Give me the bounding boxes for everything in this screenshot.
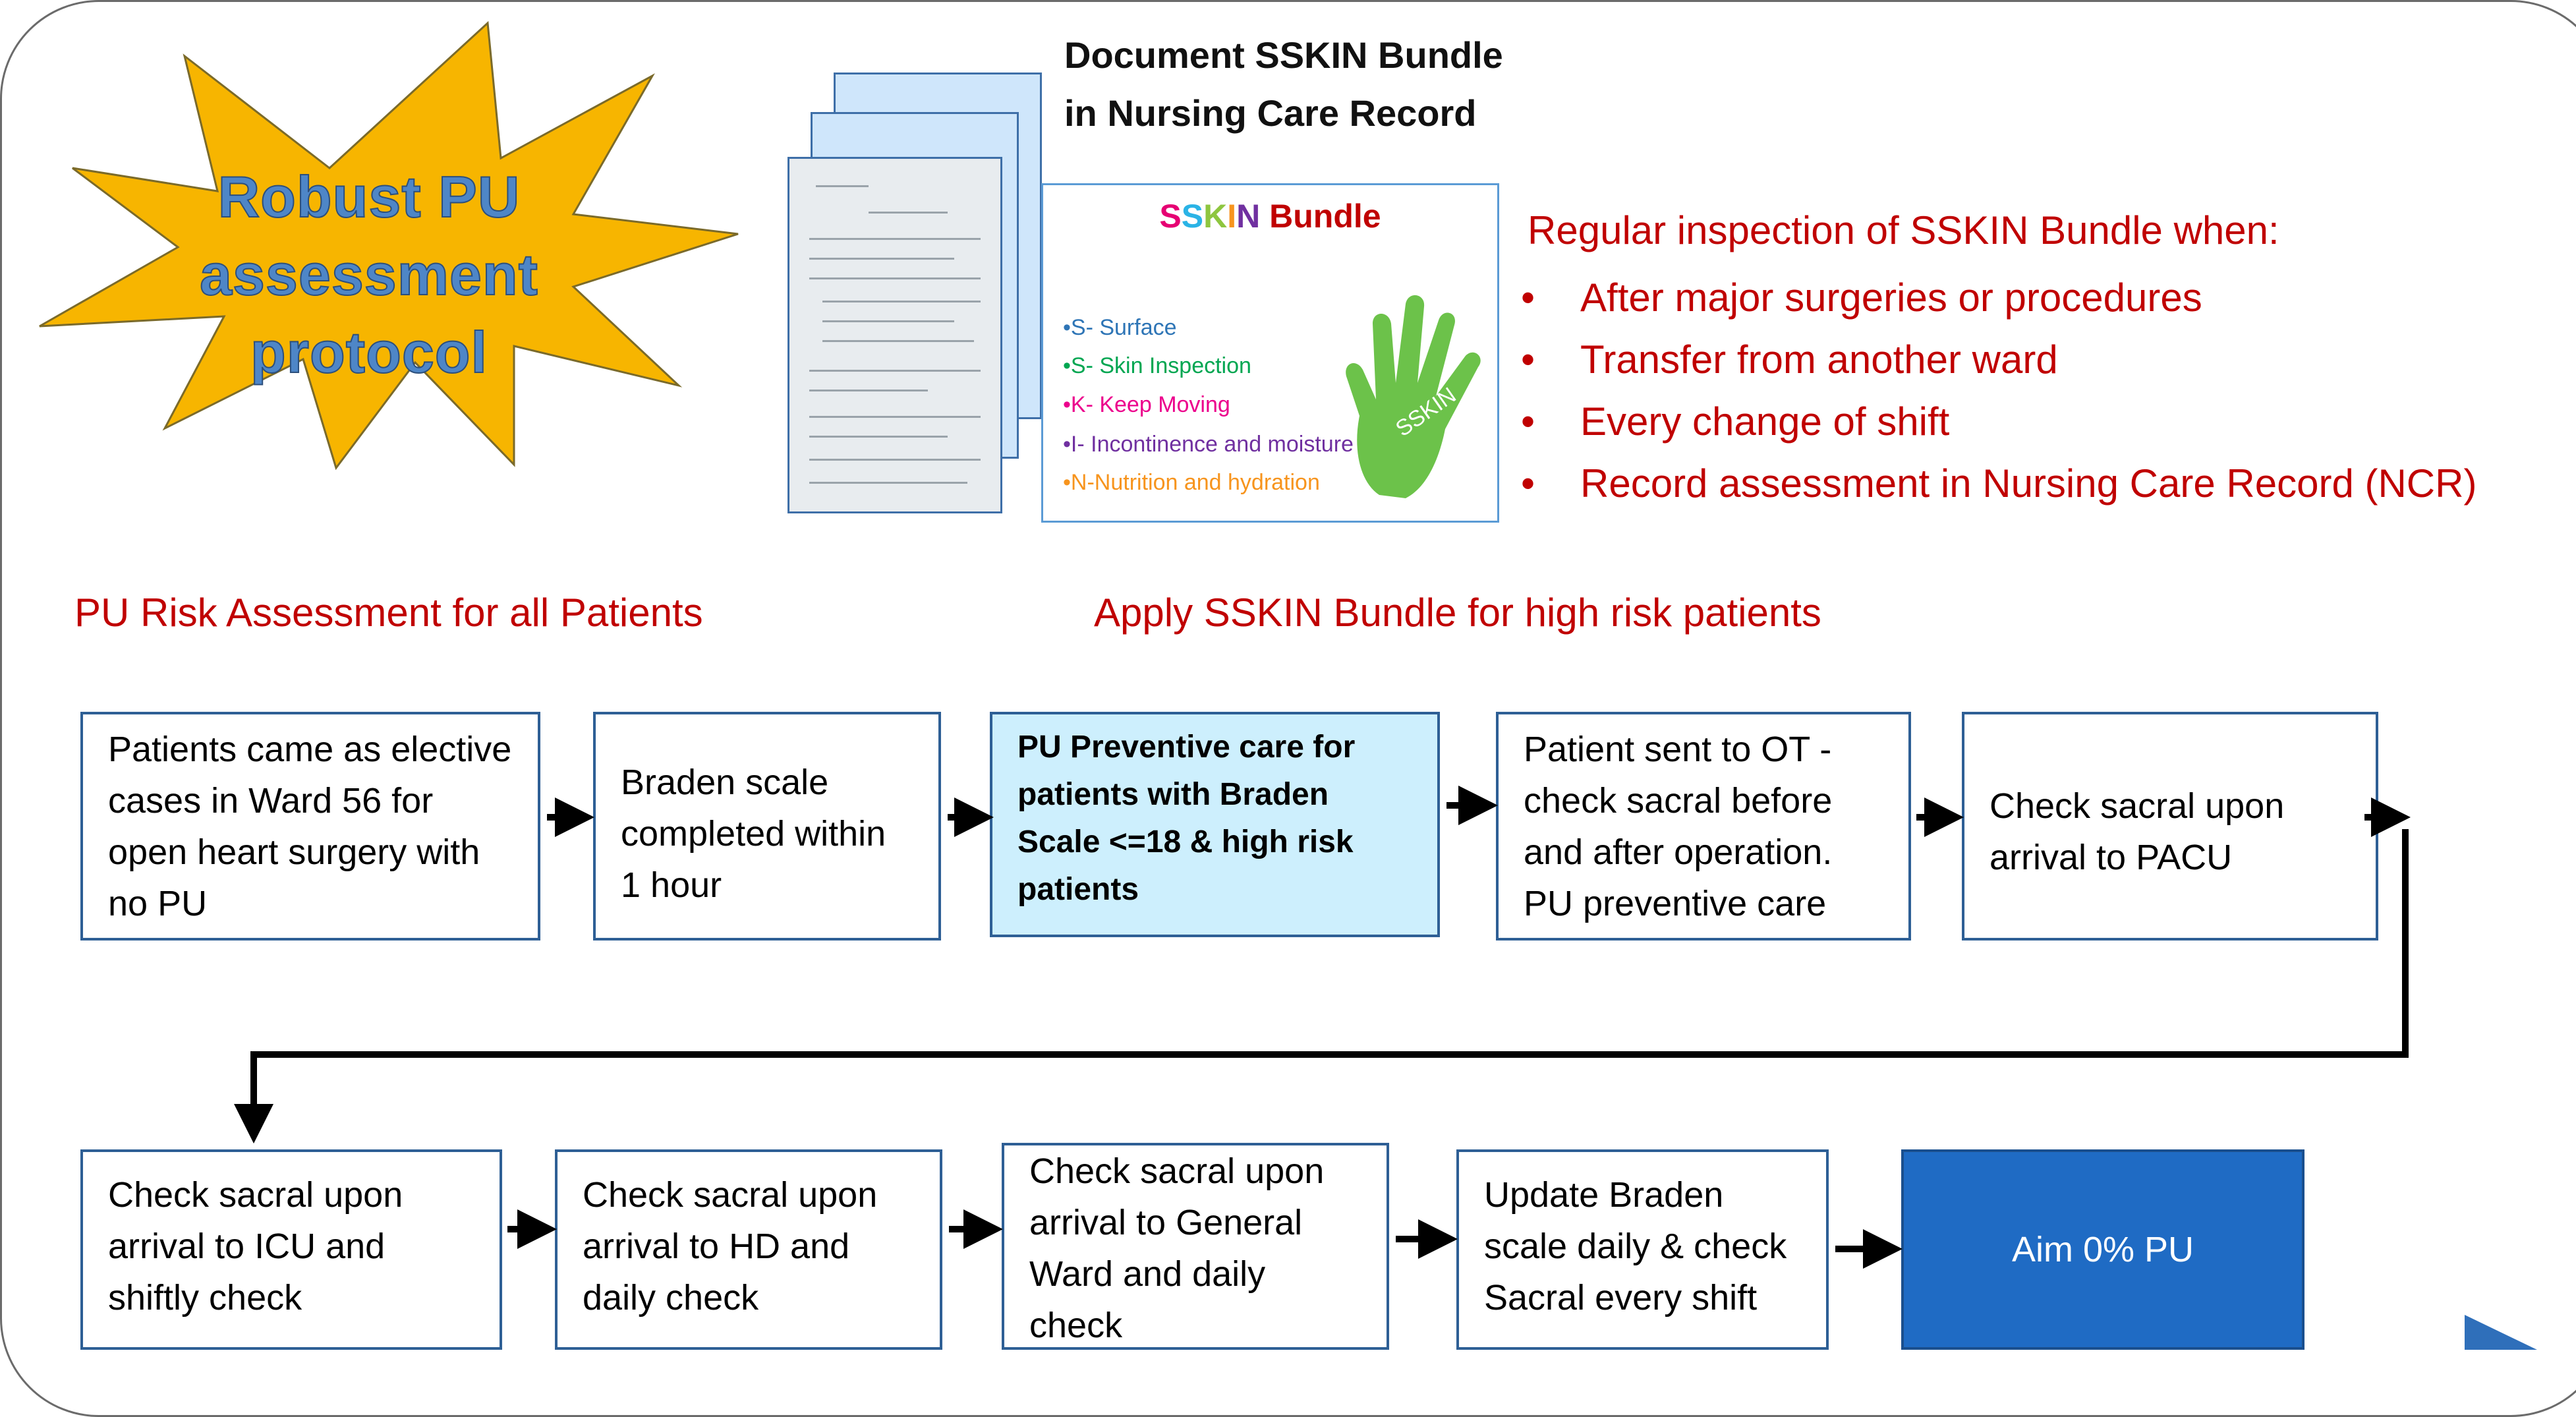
starburst-shape	[39, 20, 739, 471]
inspection-bullet: •Every change of shift	[1521, 399, 1950, 444]
sskin-item-surface: •S- Surface	[1063, 315, 1177, 340]
flow-step-admission: Patients came as elective cases in Ward …	[80, 712, 540, 940]
flow-step-braden-scale: Braden scale completed within 1 hour	[593, 712, 941, 940]
inspection-bullet: •After major surgeries or procedures	[1521, 275, 2202, 320]
sskin-title-letter: I	[1227, 198, 1237, 235]
document-title-line-2: in Nursing Care Record	[1064, 92, 1477, 134]
sskin-item-incontinence: •I- Incontinence and moisture	[1063, 432, 1354, 457]
section-label-risk-assessment: PU Risk Assessment for all Patients	[74, 591, 703, 635]
sskin-title-letter: S	[1181, 198, 1204, 235]
inspection-bullet: •Transfer from another ward	[1521, 337, 2058, 382]
sskin-title-letters: SSKIN	[1159, 198, 1260, 235]
hand-icon: SSKIN	[1346, 295, 1481, 498]
flow-step-pacu: Check sacral upon arrival to PACU	[1962, 712, 2378, 940]
nursing-record-papers	[787, 72, 1042, 514]
flow-step-aim-zero-pu: Aim 0% PU	[1901, 1149, 2304, 1350]
inspection-bullet: •Record assessment in Nursing Care Recor…	[1521, 461, 2477, 506]
sskin-bundle-card: SSKIN Bundle •S- Surface •S- Skin Inspec…	[1041, 183, 1499, 523]
sskin-title-letter: K	[1203, 198, 1228, 235]
flow-step-hd: Check sacral upon arrival to HD and dail…	[555, 1149, 942, 1350]
sskin-item-nutrition: •N-Nutrition and hydration	[1063, 470, 1320, 495]
flow-step-preventive-care: PU Preventive care for patients with Bra…	[990, 712, 1440, 937]
starburst-line-2: assessment	[199, 241, 538, 308]
document-title-line-1: Document SSKIN Bundle	[1064, 34, 1503, 76]
starburst-line-3: protocol	[250, 319, 488, 386]
sskin-title-letter: S	[1159, 198, 1182, 235]
flow-step-operation-theatre: Patient sent to OT - check sacral before…	[1496, 712, 1911, 940]
flow-step-general-ward: Check sacral upon arrival to General War…	[1002, 1143, 1389, 1350]
sskin-title-letter: N	[1236, 198, 1261, 235]
document-title: Document SSKIN Bundle in Nursing Care Re…	[1064, 26, 1503, 142]
flow-step-icu: Check sacral upon arrival to ICU and shi…	[80, 1149, 502, 1350]
sskin-item-keep-moving: •K- Keep Moving	[1063, 392, 1230, 417]
section-label-apply-sskin: Apply SSKIN Bundle for high risk patient…	[1094, 591, 1821, 635]
sskin-item-skin-inspection: •S- Skin Inspection	[1063, 353, 1251, 378]
inspection-heading: Regular inspection of SSKIN Bundle when:	[1528, 208, 2279, 252]
sskin-card-title: SSKIN Bundle	[1043, 197, 1497, 235]
inspection-bullet-list: •After major surgeries or procedures •Tr…	[1521, 267, 2476, 515]
sskin-title-rest: Bundle	[1260, 198, 1381, 235]
flow-step-update-braden: Update Braden scale daily & check Sacral…	[1456, 1149, 1829, 1350]
starburst-line-1: Robust PU	[217, 163, 521, 230]
paper-front	[787, 157, 1002, 513]
starburst-text: Robust PU assessment protocol	[99, 158, 639, 391]
